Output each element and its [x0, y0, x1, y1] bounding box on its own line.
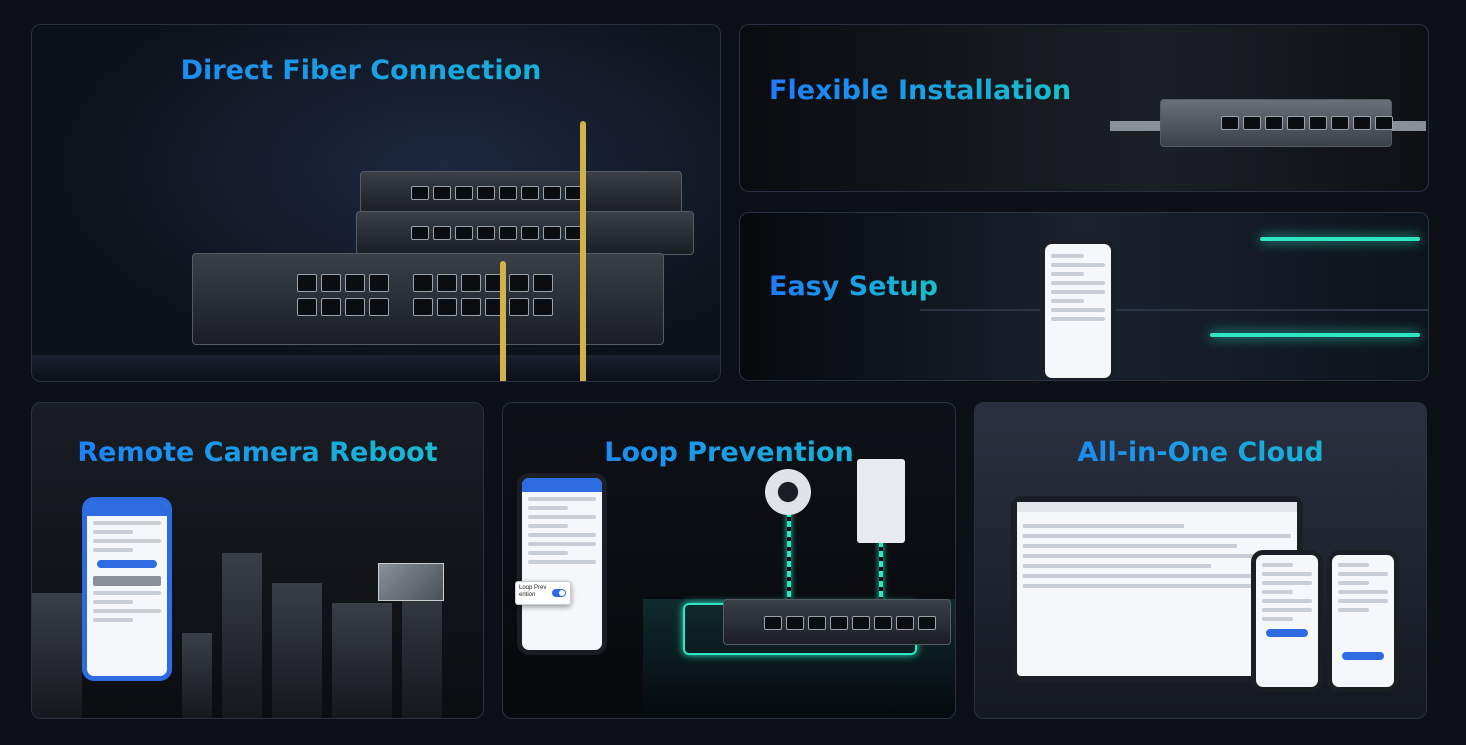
- panel-all-in-one-cloud: All-in-One Cloud: [974, 402, 1427, 719]
- access-point-icon: [857, 459, 905, 543]
- panel-title: Loop Prevention: [503, 437, 955, 468]
- panel-easy-setup: Easy Setup: [739, 212, 1429, 381]
- loop-switch: [723, 599, 951, 645]
- building: [222, 553, 262, 718]
- panel-title: Remote Camera Reboot: [32, 437, 483, 468]
- loop-prevention-toggle-card[interactable]: Loop Prev ention: [515, 581, 571, 605]
- setup-phone: [1040, 239, 1116, 380]
- building: [332, 603, 392, 718]
- panel-title: Flexible Installation: [769, 75, 1072, 106]
- switch-top: [360, 171, 682, 213]
- panel-title: All-in-One Cloud: [975, 437, 1426, 468]
- glow-bar-2: [1210, 333, 1420, 337]
- building: [272, 583, 322, 718]
- dome-camera-icon: [765, 469, 811, 515]
- glow-bar-1: [1260, 237, 1420, 241]
- building: [182, 633, 212, 718]
- ledge: [32, 355, 720, 381]
- shelf-line: [920, 309, 1428, 311]
- building: [32, 593, 82, 718]
- camera-feed-thumbnail: [378, 563, 444, 601]
- fiber-cable-1: [580, 121, 586, 381]
- fiber-cable-2: [500, 261, 506, 381]
- ap-link: [879, 541, 883, 601]
- panel-title: Direct Fiber Connection: [32, 55, 720, 86]
- switch-middle: [356, 211, 694, 255]
- loop-phone: [517, 473, 607, 655]
- toggle-label: Loop Prev ention: [519, 585, 547, 598]
- panel-remote-camera-reboot: Remote Camera Reboot: [31, 402, 484, 719]
- panel-loop-prevention: Loop Prevention Loop Prev ention: [502, 402, 956, 719]
- reboot-phone: [82, 497, 172, 681]
- panel-flexible-installation: Flexible Installation: [739, 24, 1429, 192]
- loop-prevention-switch[interactable]: [552, 589, 566, 597]
- diagnostics-phone: [1251, 550, 1323, 692]
- camera-link: [787, 511, 791, 599]
- switch-bottom: [192, 253, 664, 345]
- rack-switch: [1160, 99, 1393, 147]
- panel-direct-fiber: Direct Fiber Connection: [31, 24, 721, 382]
- config-phone: [1327, 550, 1399, 692]
- panel-title: Easy Setup: [769, 271, 938, 302]
